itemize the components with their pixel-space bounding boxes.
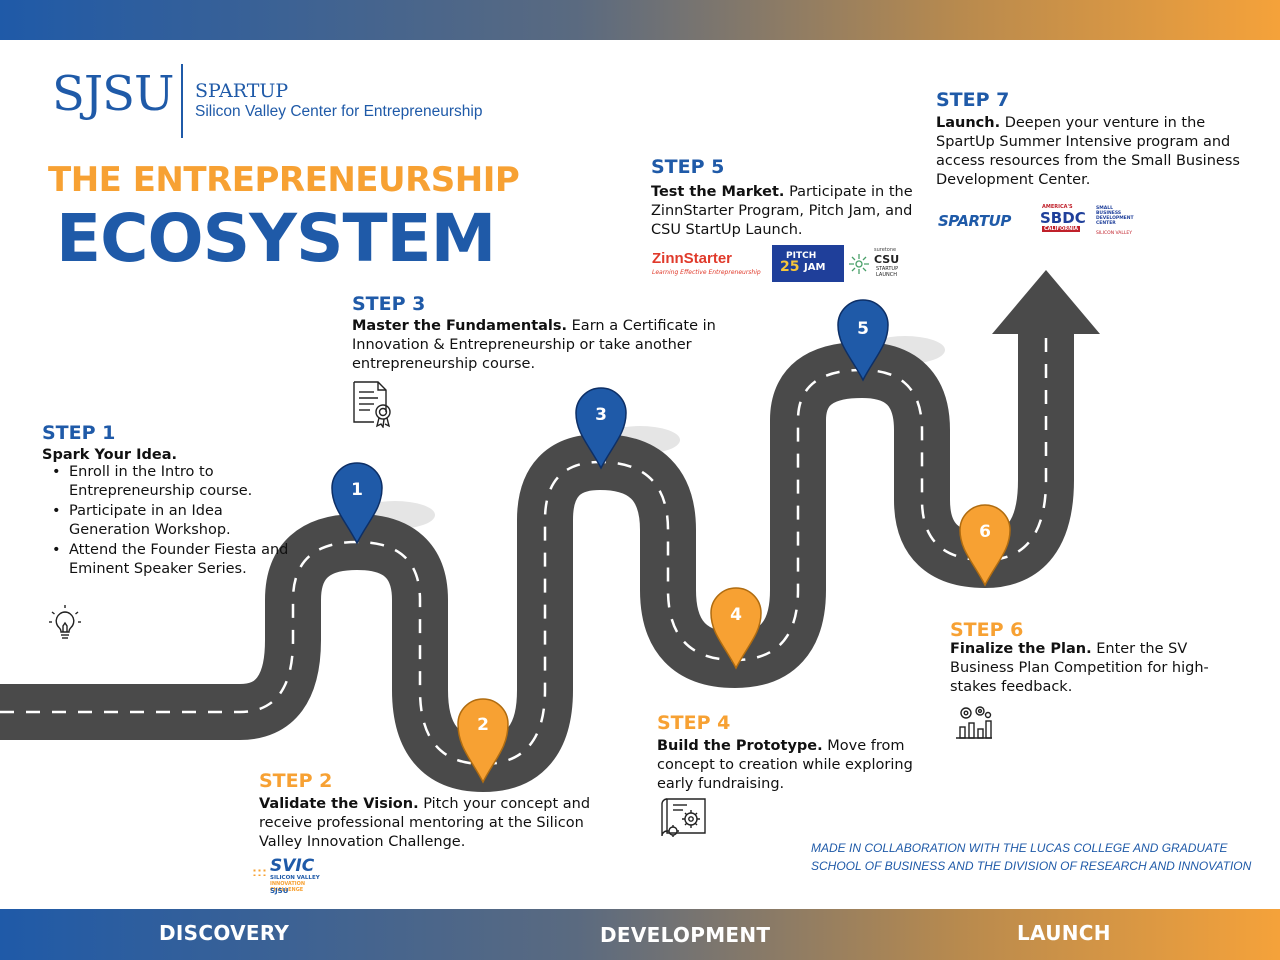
- step-1-title: STEP 1: [42, 422, 116, 444]
- svic-sjsu: SJSU: [270, 887, 289, 895]
- svic-line2: INNOVATION CHALLENGE: [270, 881, 306, 893]
- chart-gears-icon: [956, 706, 992, 739]
- pin-number: 1: [351, 480, 363, 500]
- pitch-jam-word: JAM: [804, 262, 826, 273]
- pin-number: 6: [979, 522, 991, 542]
- step-3-heading: Master the Fundamentals.: [352, 318, 568, 334]
- step-1-list: Enroll in the Intro to Entrepreneurship …: [48, 463, 308, 580]
- pin-5: 5: [837, 299, 889, 382]
- csu-line: STARTUP: [876, 266, 899, 272]
- step-4-title: STEP 4: [657, 712, 731, 734]
- road-center-line: [0, 335, 1048, 766]
- sbdc-region: SILICON VALLEY: [1096, 231, 1132, 236]
- csu-mark: CSU: [874, 253, 900, 266]
- sunburst-icon: [849, 254, 869, 274]
- blueprint-gear-icon: [661, 798, 706, 837]
- spartup-name: SPARTUP: [195, 80, 289, 102]
- sbdc-top: AMERICA'S: [1042, 204, 1073, 210]
- list-item: Attend the Founder Fiesta and Eminent Sp…: [48, 541, 308, 579]
- road-arrow-head: [992, 270, 1100, 334]
- spartup-subtitle: Silicon Valley Center for Entrepreneursh…: [195, 103, 483, 120]
- step-3-text: Master the Fundamentals. Earn a Certific…: [352, 317, 732, 374]
- step-2-text: Validate the Vision. Pitch your concept …: [259, 795, 629, 852]
- pin-number: 2: [477, 715, 489, 735]
- step-3-title: STEP 3: [352, 293, 426, 315]
- zinnstarter-logo: ZinnStarter Learning Effective Entrepren…: [652, 250, 767, 280]
- step-1-heading: Spark Your Idea.: [42, 447, 178, 463]
- step-7-body: Deepen your venture in the SpartUp Summe…: [936, 115, 1240, 188]
- step-2-body: Pitch your concept and receive professio…: [259, 796, 591, 850]
- csu-top: suretone: [874, 247, 897, 253]
- top-gradient-bar: [0, 0, 1280, 40]
- step-7-heading: Launch.: [936, 115, 1001, 131]
- sjsu-logo: SJSU: [52, 66, 174, 122]
- step-6-text: Finalize the Plan. Enter the SV Business…: [950, 640, 1230, 697]
- step-5-body: Participate in the ZinnStarter Program, …: [651, 184, 913, 238]
- sbdc-logo: AMERICA'S SBDC CALIFORNIA SMALL BUSINESS…: [1040, 204, 1140, 240]
- spartup-badge: SPARTUP: [938, 212, 1011, 230]
- step-2-heading: Validate the Vision.: [259, 796, 419, 812]
- pin-number: 5: [857, 319, 869, 339]
- step-6-title: STEP 6: [950, 619, 1024, 641]
- step-6-body: Enter the SV Business Plan Competition f…: [950, 641, 1209, 695]
- logo-divider: [181, 64, 183, 138]
- pin-1: 1: [331, 462, 383, 545]
- pin-6: 6: [959, 504, 1011, 587]
- list-item: Participate in an Idea Generation Worksh…: [48, 502, 308, 540]
- pitch-jam-logo: PITCH 25 JAM: [772, 245, 844, 282]
- step-5-title: STEP 5: [651, 156, 725, 178]
- step-5-heading: Test the Market.: [651, 184, 785, 200]
- step-4-text: Build the Prototype. Move from concept t…: [657, 737, 937, 794]
- phase-development: DEVELOPMENT: [600, 923, 771, 947]
- pin-number: 3: [595, 405, 607, 425]
- zinnstarter-tag: Learning Effective Entrepreneurship: [652, 269, 761, 276]
- pin-number: 4: [730, 605, 742, 625]
- step-7-title: STEP 7: [936, 89, 1010, 111]
- step-4-body: Move from concept to creation while expl…: [657, 738, 913, 792]
- phase-launch: LAUNCH: [1017, 921, 1111, 945]
- page-title-line2: ECOSYSTEM: [56, 200, 496, 277]
- svic-logo: SVIC SILICON VALLEY INNOVATION CHALLENGE…: [250, 856, 330, 898]
- pitch-jam-number: 25: [780, 259, 800, 275]
- pitch-jam-mark: PITCH: [786, 251, 817, 261]
- step-4-heading: Build the Prototype.: [657, 738, 823, 754]
- phase-discovery: DISCOVERY: [159, 921, 290, 945]
- step-5-text: Test the Market. Participate in the Zinn…: [651, 183, 921, 240]
- page-title-line1: THE ENTREPRENEURSHIP: [48, 160, 520, 200]
- step-6-heading: Finalize the Plan.: [950, 641, 1092, 657]
- zinnstarter-mark: ZinnStarter: [652, 250, 733, 267]
- lightbulb-icon: [49, 605, 81, 639]
- pin-4: 4: [710, 587, 762, 670]
- collaboration-credit: MADE IN COLLABORATION WITH THE LUCAS COL…: [811, 841, 1252, 873]
- pin-3: 3: [575, 387, 627, 470]
- csu-line2: LAUNCH: [876, 272, 897, 278]
- list-item: Enroll in the Intro to Entrepreneurship …: [48, 463, 308, 501]
- svic-line: SILICON VALLEY: [270, 875, 320, 881]
- csu-startup-logo: suretone CSU STARTUP LAUNCH: [848, 246, 906, 282]
- bottom-phase-bar: [0, 909, 1280, 960]
- pin-2: 2: [457, 698, 509, 784]
- certificate-icon: [353, 381, 391, 428]
- step-7-text: Launch. Deepen your venture in the Spart…: [936, 114, 1256, 190]
- svic-dots: [252, 868, 266, 876]
- step-3-body: Earn a Certificate in Innovation & Entre…: [352, 318, 716, 372]
- sbdc-side: SMALL BUSINESS DEVELOPMENT CENTER: [1096, 206, 1134, 226]
- sbdc-state: CALIFORNIA: [1042, 226, 1081, 232]
- svic-mark: SVIC: [270, 856, 315, 876]
- sbdc-mark: SBDC: [1040, 209, 1086, 227]
- step-2-title: STEP 2: [259, 770, 333, 792]
